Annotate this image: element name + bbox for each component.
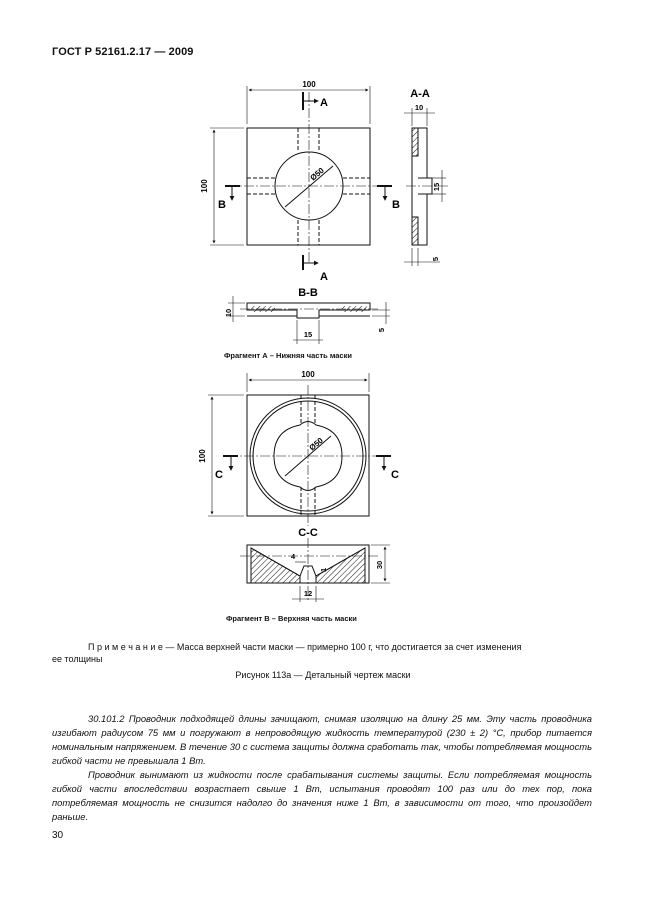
section-cc-title: С-С	[298, 527, 318, 539]
aa-dim-side: 15	[432, 183, 441, 191]
a-diameter-label: Ø50	[309, 166, 327, 183]
b-dim-height: 100	[198, 449, 207, 463]
note-text: — Масса верхней части маски — примерно 1…	[162, 642, 522, 652]
note: П р и м е ч а н и е — Масса верхней част…	[88, 641, 592, 654]
section-aa-title: А-А	[410, 88, 430, 100]
fragment-a-caption: Фрагмент А – Нижняя часть маски	[224, 351, 352, 360]
section-bb	[228, 296, 390, 344]
b-section-label-left: В	[218, 199, 226, 211]
fragment-b-caption: Фрагмент В – Верхняя часть маски	[226, 614, 357, 623]
figure-caption: Рисунок 113а — Детальный чертеж маски	[235, 670, 411, 680]
note-tail: ее толщины	[52, 654, 103, 664]
aa-dim-bottom: 5	[431, 257, 440, 261]
page-number: 30	[52, 830, 64, 841]
a-dim-height: 100	[200, 179, 209, 193]
fragment-b-plan	[208, 373, 391, 526]
b-section-label-right: В	[392, 199, 400, 211]
fragment-a-plan	[210, 86, 392, 270]
cc-dim-4: 4	[291, 552, 296, 561]
a-dim-width: 100	[302, 80, 316, 89]
b-dim-width: 100	[301, 370, 315, 379]
c-section-label-left: С	[215, 469, 223, 481]
a-section-label-top: А	[320, 97, 328, 109]
bb-dim-bottom: 15	[304, 330, 312, 339]
cc-dim-30: 30	[375, 561, 384, 569]
c-section-label-right: С	[391, 469, 399, 481]
b-diameter-label: Ø50	[308, 436, 326, 453]
cc-dim-1: 1	[319, 568, 328, 572]
standard-header: ГОСТ Р 52161.2.17 — 2009	[52, 46, 194, 58]
cc-dim-12: 12	[304, 589, 312, 598]
bb-dim-left: 10	[224, 309, 233, 317]
bb-dim-right: 5	[377, 328, 386, 332]
section-aa	[404, 108, 450, 266]
note-lead: П р и м е ч а н и е	[88, 642, 163, 652]
aa-dim-top: 10	[415, 103, 423, 112]
paragraph-2: Проводник вынимают из жидкости после сра…	[52, 769, 592, 822]
section-bb-title: В-В	[298, 287, 318, 299]
a-section-label-bottom: А	[320, 271, 328, 283]
mask-drawing: 100 100 А А В В Ø50 А-А 10 15 5	[198, 80, 450, 602]
paragraph-1: 30.101.2 Проводник подходящей длины зачи…	[52, 713, 592, 766]
section-cc	[240, 538, 390, 602]
